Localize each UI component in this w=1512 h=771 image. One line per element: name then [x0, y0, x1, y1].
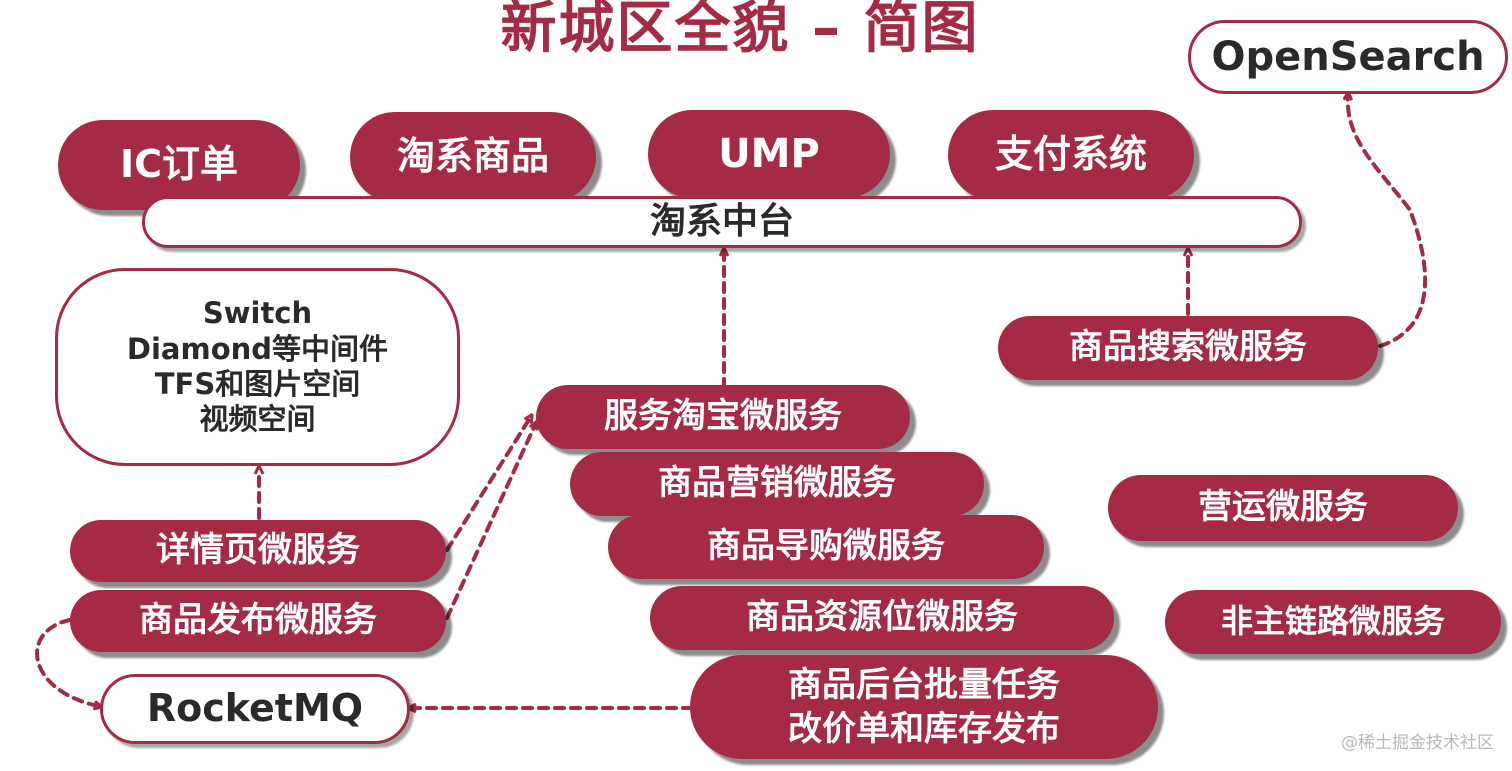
arrow-search-to-opensearch [1348, 96, 1427, 348]
node-ump-label: UMP [718, 131, 820, 177]
node-opensearch: OpenSearch [1188, 20, 1508, 94]
node-service-taobao-label: 服务淘宝微服务 [604, 396, 842, 437]
node-rocketmq-label: RocketMQ [146, 686, 364, 731]
node-tao-goods: 淘系商品 [350, 112, 596, 202]
middleware-line-3: TFS和图片空间 [154, 367, 361, 401]
node-tao-goods-label: 淘系商品 [396, 134, 549, 179]
node-non-main-link: 非主链路微服务 [1165, 590, 1501, 654]
node-middleware: Switch Diamond等中间件 TFS和图片空间 视频空间 [55, 268, 460, 466]
node-opensearch-label: OpenSearch [1211, 34, 1485, 80]
node-goods-marketing-label: 商品营销微服务 [658, 463, 896, 504]
middleware-line-1: Switch [202, 296, 313, 331]
node-payment-label: 支付系统 [994, 132, 1147, 177]
node-service-taobao: 服务淘宝微服务 [536, 385, 910, 449]
node-goods-search-label: 商品搜索微服务 [1069, 327, 1307, 368]
node-payment: 支付系统 [948, 110, 1194, 200]
node-goods-search: 商品搜索微服务 [998, 316, 1378, 380]
arrow-publish-to-rocketmq [35, 618, 98, 706]
middleware-line-2: Diamond等中间件 [126, 331, 389, 366]
node-middle-platform-label: 淘系中台 [649, 201, 794, 243]
node-goods-guide-label: 商品导购微服务 [707, 526, 945, 567]
node-operation-label: 营运微服务 [1198, 487, 1368, 528]
node-ic-order-label: IC订单 [119, 142, 239, 187]
node-operation: 营运微服务 [1108, 475, 1458, 541]
middleware-line-4: 视频空间 [199, 402, 316, 437]
arrow-publish-to-service [445, 425, 535, 620]
arrow-detail-to-service [445, 418, 530, 552]
batch-tasks-line-1: 商品后台批量任务 [788, 664, 1060, 705]
node-goods-publish-label: 商品发布微服务 [139, 600, 377, 641]
node-detail-page: 详情页微服务 [70, 520, 446, 582]
node-non-main-link-label: 非主链路微服务 [1220, 602, 1445, 641]
watermark: @稀土掘金技术社区 [1341, 733, 1494, 753]
node-middle-platform: 淘系中台 [142, 196, 1302, 248]
node-rocketmq: RocketMQ [100, 674, 410, 744]
batch-tasks-line-2: 改价单和库存发布 [788, 709, 1060, 749]
node-goods-resource: 商品资源位微服务 [650, 586, 1114, 650]
node-batch-tasks: 商品后台批量任务 改价单和库存发布 [690, 655, 1158, 759]
node-goods-resource-label: 商品资源位微服务 [746, 597, 1018, 638]
node-ump: UMP [648, 110, 890, 198]
node-detail-page-label: 详情页微服务 [156, 530, 360, 571]
node-goods-publish: 商品发布微服务 [70, 590, 446, 652]
node-goods-guide: 商品导购微服务 [608, 515, 1044, 579]
page-title: 新城区全貌 – 简图 [500, 0, 980, 61]
node-ic-order: IC订单 [58, 120, 300, 210]
node-goods-marketing: 商品营销微服务 [570, 452, 984, 516]
